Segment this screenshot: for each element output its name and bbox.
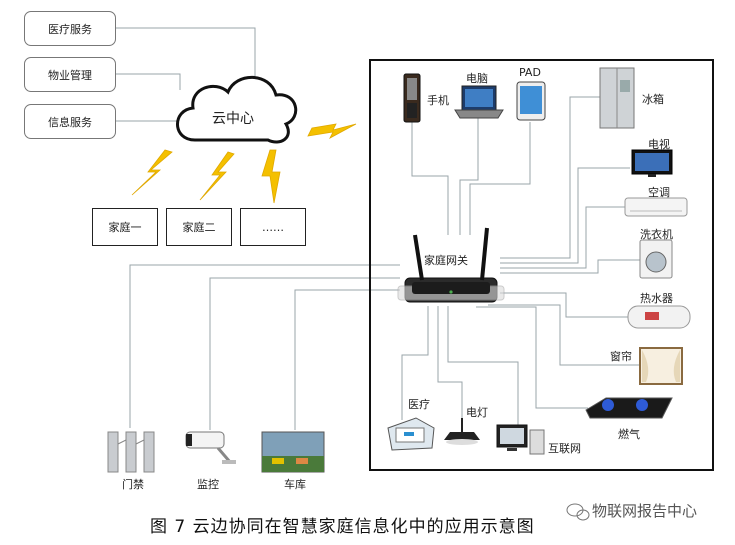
connector-surveillance — [209, 277, 400, 430]
connector-pad — [469, 122, 531, 235]
connector-phone — [411, 122, 449, 235]
device-label-access: 门禁 — [122, 478, 144, 491]
garage-icon — [261, 431, 325, 473]
figure-caption: 图 7 云边协同在智慧家庭信息化中的应用示意图 — [150, 517, 535, 537]
device-label-garage: 车库 — [284, 478, 306, 491]
connector-washer — [500, 259, 640, 274]
bolt-icon — [261, 149, 281, 204]
family-label: 家庭二 — [182, 221, 216, 234]
cloud-icon — [176, 75, 298, 144]
device-label-ac: 空调 — [648, 186, 670, 199]
home-frame — [369, 59, 714, 471]
watermark-text: 物联网报告中心 — [592, 502, 698, 520]
connector-medical — [401, 306, 429, 420]
bolt-icon — [307, 123, 357, 139]
connector-curtain — [488, 304, 640, 366]
connector-medical-service — [115, 27, 256, 85]
fridge-icon — [599, 67, 635, 129]
family-label: 家庭一 — [108, 221, 142, 234]
connector-internet — [447, 306, 519, 425]
device-label-medical: 医疗 — [408, 398, 430, 411]
cloud-center-label: 云中心 — [212, 111, 254, 127]
device-label-lamp: 电灯 — [466, 406, 488, 419]
service-box-info: 信息服务 — [24, 104, 116, 139]
bolt-icon — [131, 149, 173, 196]
device-label-pad: PAD — [519, 66, 541, 79]
phone-icon — [403, 73, 421, 123]
service-box-medical: 医疗服务 — [24, 11, 116, 46]
laptop-icon — [454, 85, 504, 119]
connector-fridge — [500, 96, 600, 259]
connector-ac — [500, 206, 625, 269]
service-label: 医疗服务 — [48, 22, 92, 36]
family-box-more: …… — [240, 208, 306, 246]
device-label-phone: 手机 — [427, 94, 449, 107]
wechat-logo-icon — [566, 503, 590, 521]
device-label-tv: 电视 — [648, 138, 670, 151]
connector-garage — [294, 289, 400, 430]
connector-gas — [476, 306, 588, 409]
tablet-icon — [516, 81, 546, 121]
family-box-2: 家庭二 — [166, 208, 232, 246]
connector-tv — [500, 167, 630, 264]
device-label-internet: 互联网 — [548, 442, 581, 455]
device-label-curtain: 窗帘 — [610, 350, 632, 363]
device-label-heater: 热水器 — [640, 292, 673, 305]
air-conditioner-icon — [624, 197, 688, 217]
service-label: 信息服务 — [48, 115, 92, 129]
device-label-gas: 燃气 — [618, 428, 640, 441]
desktop-computer-icon — [496, 424, 545, 455]
water-heater-icon — [627, 305, 691, 329]
connector-property-service — [115, 73, 181, 90]
access-gate-icon — [107, 431, 155, 473]
bolt-icon — [199, 151, 235, 201]
device-label-washer: 洗衣机 — [640, 228, 673, 241]
family-label: …… — [262, 220, 284, 234]
gas-stove-icon — [585, 397, 673, 419]
ceiling-lamp-icon — [444, 418, 480, 445]
tv-icon — [631, 149, 673, 177]
service-label: 物业管理 — [48, 68, 92, 82]
lightning-bolts — [131, 123, 357, 204]
service-box-property: 物业管理 — [24, 57, 116, 92]
device-label-laptop: 电脑 — [466, 72, 488, 85]
medical-kit-icon — [387, 417, 435, 451]
router-icon — [397, 227, 505, 303]
connector-laptop — [459, 118, 479, 235]
connector-lamp — [437, 306, 463, 418]
device-label-camera: 监控 — [197, 478, 219, 491]
gateway-label: 家庭网关 — [424, 254, 468, 267]
connector-access-control — [129, 264, 400, 428]
device-label-fridge: 冰箱 — [642, 93, 664, 106]
family-box-1: 家庭一 — [92, 208, 158, 246]
connector-heater — [500, 292, 628, 318]
curtain-icon — [639, 347, 683, 385]
washing-machine-icon — [639, 239, 673, 279]
security-camera-icon — [185, 431, 236, 464]
connector-lines — [115, 27, 640, 430]
